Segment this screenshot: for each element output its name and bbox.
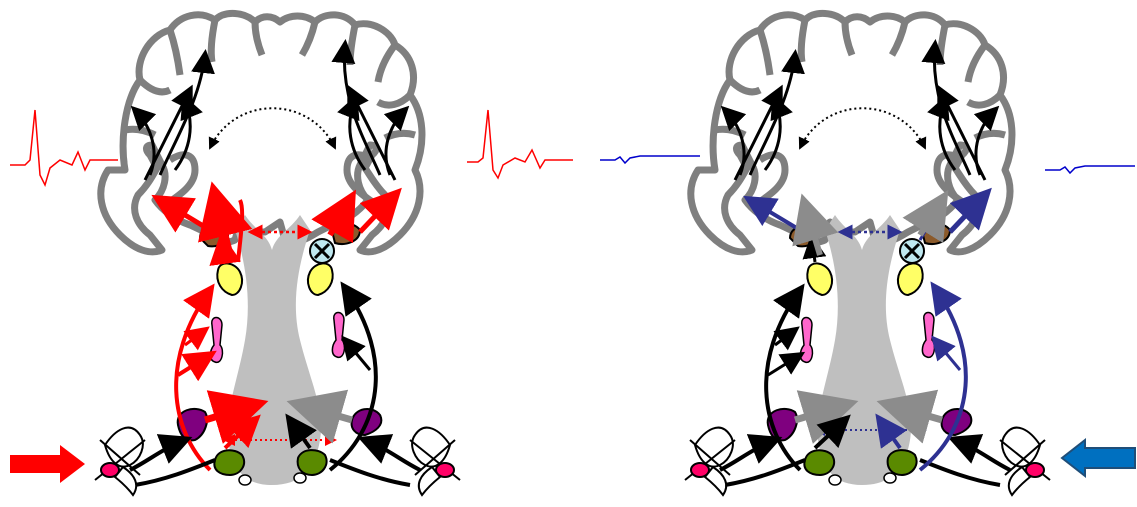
waveform-icon <box>1045 166 1135 173</box>
block-x-icon <box>900 239 924 263</box>
block-x-icon <box>310 239 334 263</box>
waveform-icon <box>10 110 118 185</box>
right-ear <box>1000 428 1050 495</box>
panel-left <box>10 13 573 495</box>
waveform-icon <box>467 110 573 178</box>
waveform-icon <box>600 156 700 163</box>
panel-right <box>600 13 1135 495</box>
right-ear <box>410 428 460 495</box>
stimulus-arrow-icon <box>10 445 85 483</box>
stimulus-arrow-icon <box>1062 440 1135 476</box>
